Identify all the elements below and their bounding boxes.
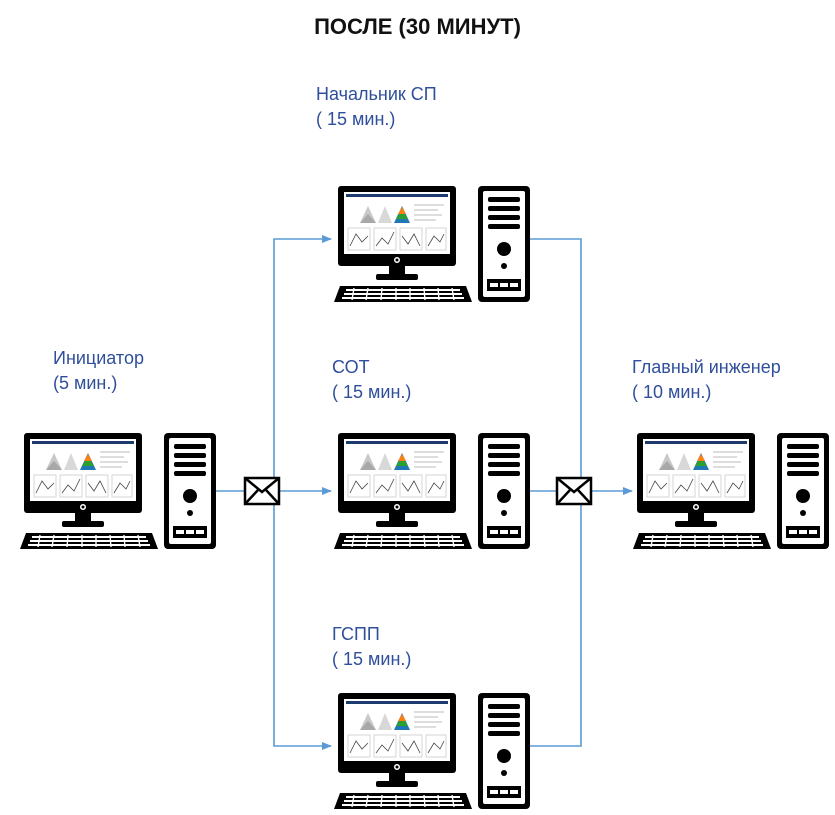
gspp-label: ГСПП ( 15 мин.) bbox=[332, 622, 411, 672]
computer-icon bbox=[333, 432, 531, 550]
head-sp-time: ( 15 мин.) bbox=[316, 109, 396, 129]
computer-icon bbox=[333, 692, 531, 810]
initiator-name: Инициатор bbox=[53, 348, 144, 368]
sot-time: ( 15 мин.) bbox=[332, 382, 412, 402]
chief-engineer-time: ( 10 мин.) bbox=[632, 382, 712, 402]
chief-engineer-label: Главный инженер ( 10 мин.) bbox=[632, 355, 781, 405]
sot-name: СОТ bbox=[332, 357, 370, 377]
computer-icon bbox=[632, 432, 830, 550]
initiator-time: (5 мин.) bbox=[53, 373, 118, 393]
computer-icon bbox=[333, 185, 531, 303]
initiator-label: Инициатор (5 мин.) bbox=[53, 346, 144, 396]
connector-to-head-sp bbox=[273, 235, 332, 491]
gspp-name: ГСПП bbox=[332, 624, 380, 644]
head-sp-label: Начальник СП ( 15 мин.) bbox=[316, 82, 437, 132]
connector-to-gspp bbox=[273, 491, 332, 750]
gspp-time: ( 15 мин.) bbox=[332, 649, 412, 669]
envelope-icon bbox=[243, 476, 281, 506]
chief-engineer-name: Главный инженер bbox=[632, 357, 781, 377]
computer-icon bbox=[19, 432, 217, 550]
sot-label: СОТ ( 15 мин.) bbox=[332, 355, 411, 405]
head-sp-name: Начальник СП bbox=[316, 84, 437, 104]
diagram-title: ПОСЛЕ (30 МИНУТ) bbox=[314, 14, 521, 39]
envelope-icon bbox=[555, 476, 593, 506]
